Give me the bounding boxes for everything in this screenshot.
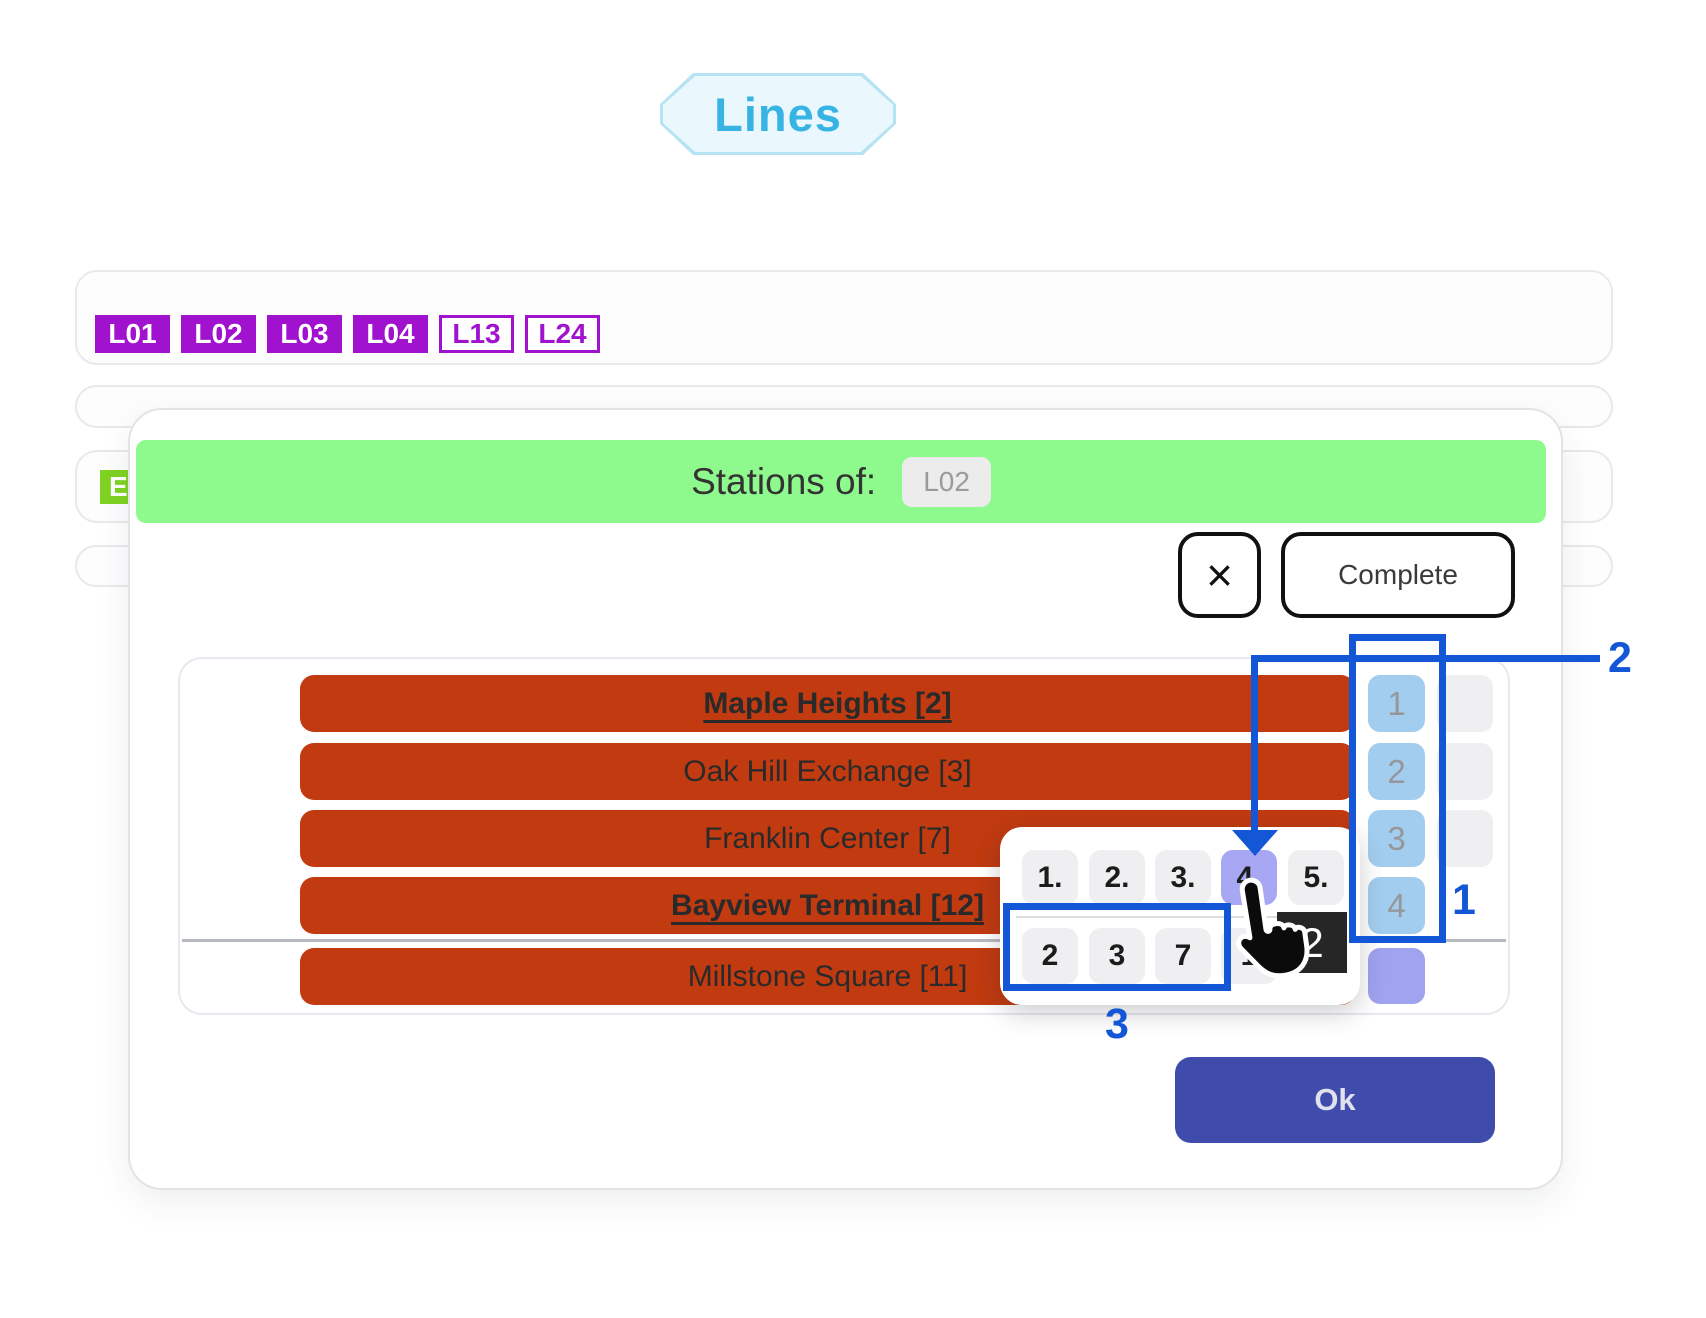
modal-header: Stations of: L02 xyxy=(136,440,1546,523)
station-label: Bayview Terminal [12] xyxy=(671,888,984,922)
station-label: Oak Hill Exchange [3] xyxy=(683,754,972,788)
ordinal-button-3[interactable]: 3. xyxy=(1155,850,1211,905)
annotation-label-1: 1 xyxy=(1452,876,1476,924)
empty-slot-button[interactable] xyxy=(1437,675,1493,732)
station-row-maple-heights[interactable]: Maple Heights [2] xyxy=(300,675,1355,732)
position-button-4[interactable]: 4 xyxy=(1368,877,1425,934)
line-badge-l24[interactable]: L24 xyxy=(525,315,600,353)
annotation-rect-3 xyxy=(1003,903,1231,991)
position-button-3[interactable]: 3 xyxy=(1368,810,1425,867)
position-button-1[interactable]: 1 xyxy=(1368,675,1425,732)
ordinal-button-5[interactable]: 5. xyxy=(1288,850,1344,905)
complete-button-label: Complete xyxy=(1338,559,1458,590)
ok-button[interactable]: Ok xyxy=(1175,1057,1495,1143)
line-badge-l02[interactable]: L02 xyxy=(181,315,256,353)
value-button-7[interactable]: 7 xyxy=(1155,928,1211,984)
empty-slot-button[interactable] xyxy=(1437,743,1493,800)
annotation-label-2: 2 xyxy=(1608,634,1632,682)
line-badge-l03[interactable]: L03 xyxy=(267,315,342,353)
lines-title-badge: Lines xyxy=(660,73,896,155)
annotation-arrow-line xyxy=(1251,655,1600,662)
ordinal-button-2[interactable]: 2. xyxy=(1089,850,1145,905)
value-button-2[interactable]: 2 xyxy=(1022,928,1078,984)
station-label: Franklin Center [7] xyxy=(704,821,951,855)
line-badge-l13[interactable]: L13 xyxy=(439,315,514,353)
line-badge-l04[interactable]: L04 xyxy=(353,315,428,353)
position-button-2[interactable]: 2 xyxy=(1368,743,1425,800)
annotation-rect-1 xyxy=(1349,634,1446,943)
annotation-arrowhead xyxy=(1232,830,1278,856)
modal-title: Stations of: xyxy=(691,460,877,502)
ordinal-button-1[interactable]: 1. xyxy=(1022,850,1078,905)
position-button-5[interactable] xyxy=(1368,948,1425,1004)
station-label: Millstone Square [11] xyxy=(687,959,968,993)
close-icon: × xyxy=(1206,549,1233,601)
page-title: Lines xyxy=(714,87,842,141)
annotation-arrow-line xyxy=(1251,655,1258,832)
complete-button[interactable]: Complete xyxy=(1281,532,1515,618)
hand-cursor-icon xyxy=(1236,877,1310,979)
ok-button-label: Ok xyxy=(1314,1082,1356,1117)
station-label: Maple Heights [2] xyxy=(703,686,952,720)
close-button[interactable]: × xyxy=(1178,532,1261,618)
station-row-oak-hill-exchange[interactable]: Oak Hill Exchange [3] xyxy=(300,743,1355,800)
annotation-label-3: 3 xyxy=(1105,1000,1129,1048)
lines-title-badge-inner: Lines xyxy=(663,76,893,152)
list-divider xyxy=(182,939,1506,942)
empty-slot-button[interactable] xyxy=(1437,810,1493,867)
lines-badges-row: L01 L02 L03 L04 L13 L24 xyxy=(75,270,1613,365)
line-code-chip: L02 xyxy=(902,456,991,507)
value-button-3[interactable]: 3 xyxy=(1089,928,1145,984)
popup-divider xyxy=(1016,916,1344,918)
line-badge-l01[interactable]: L01 xyxy=(95,315,170,353)
